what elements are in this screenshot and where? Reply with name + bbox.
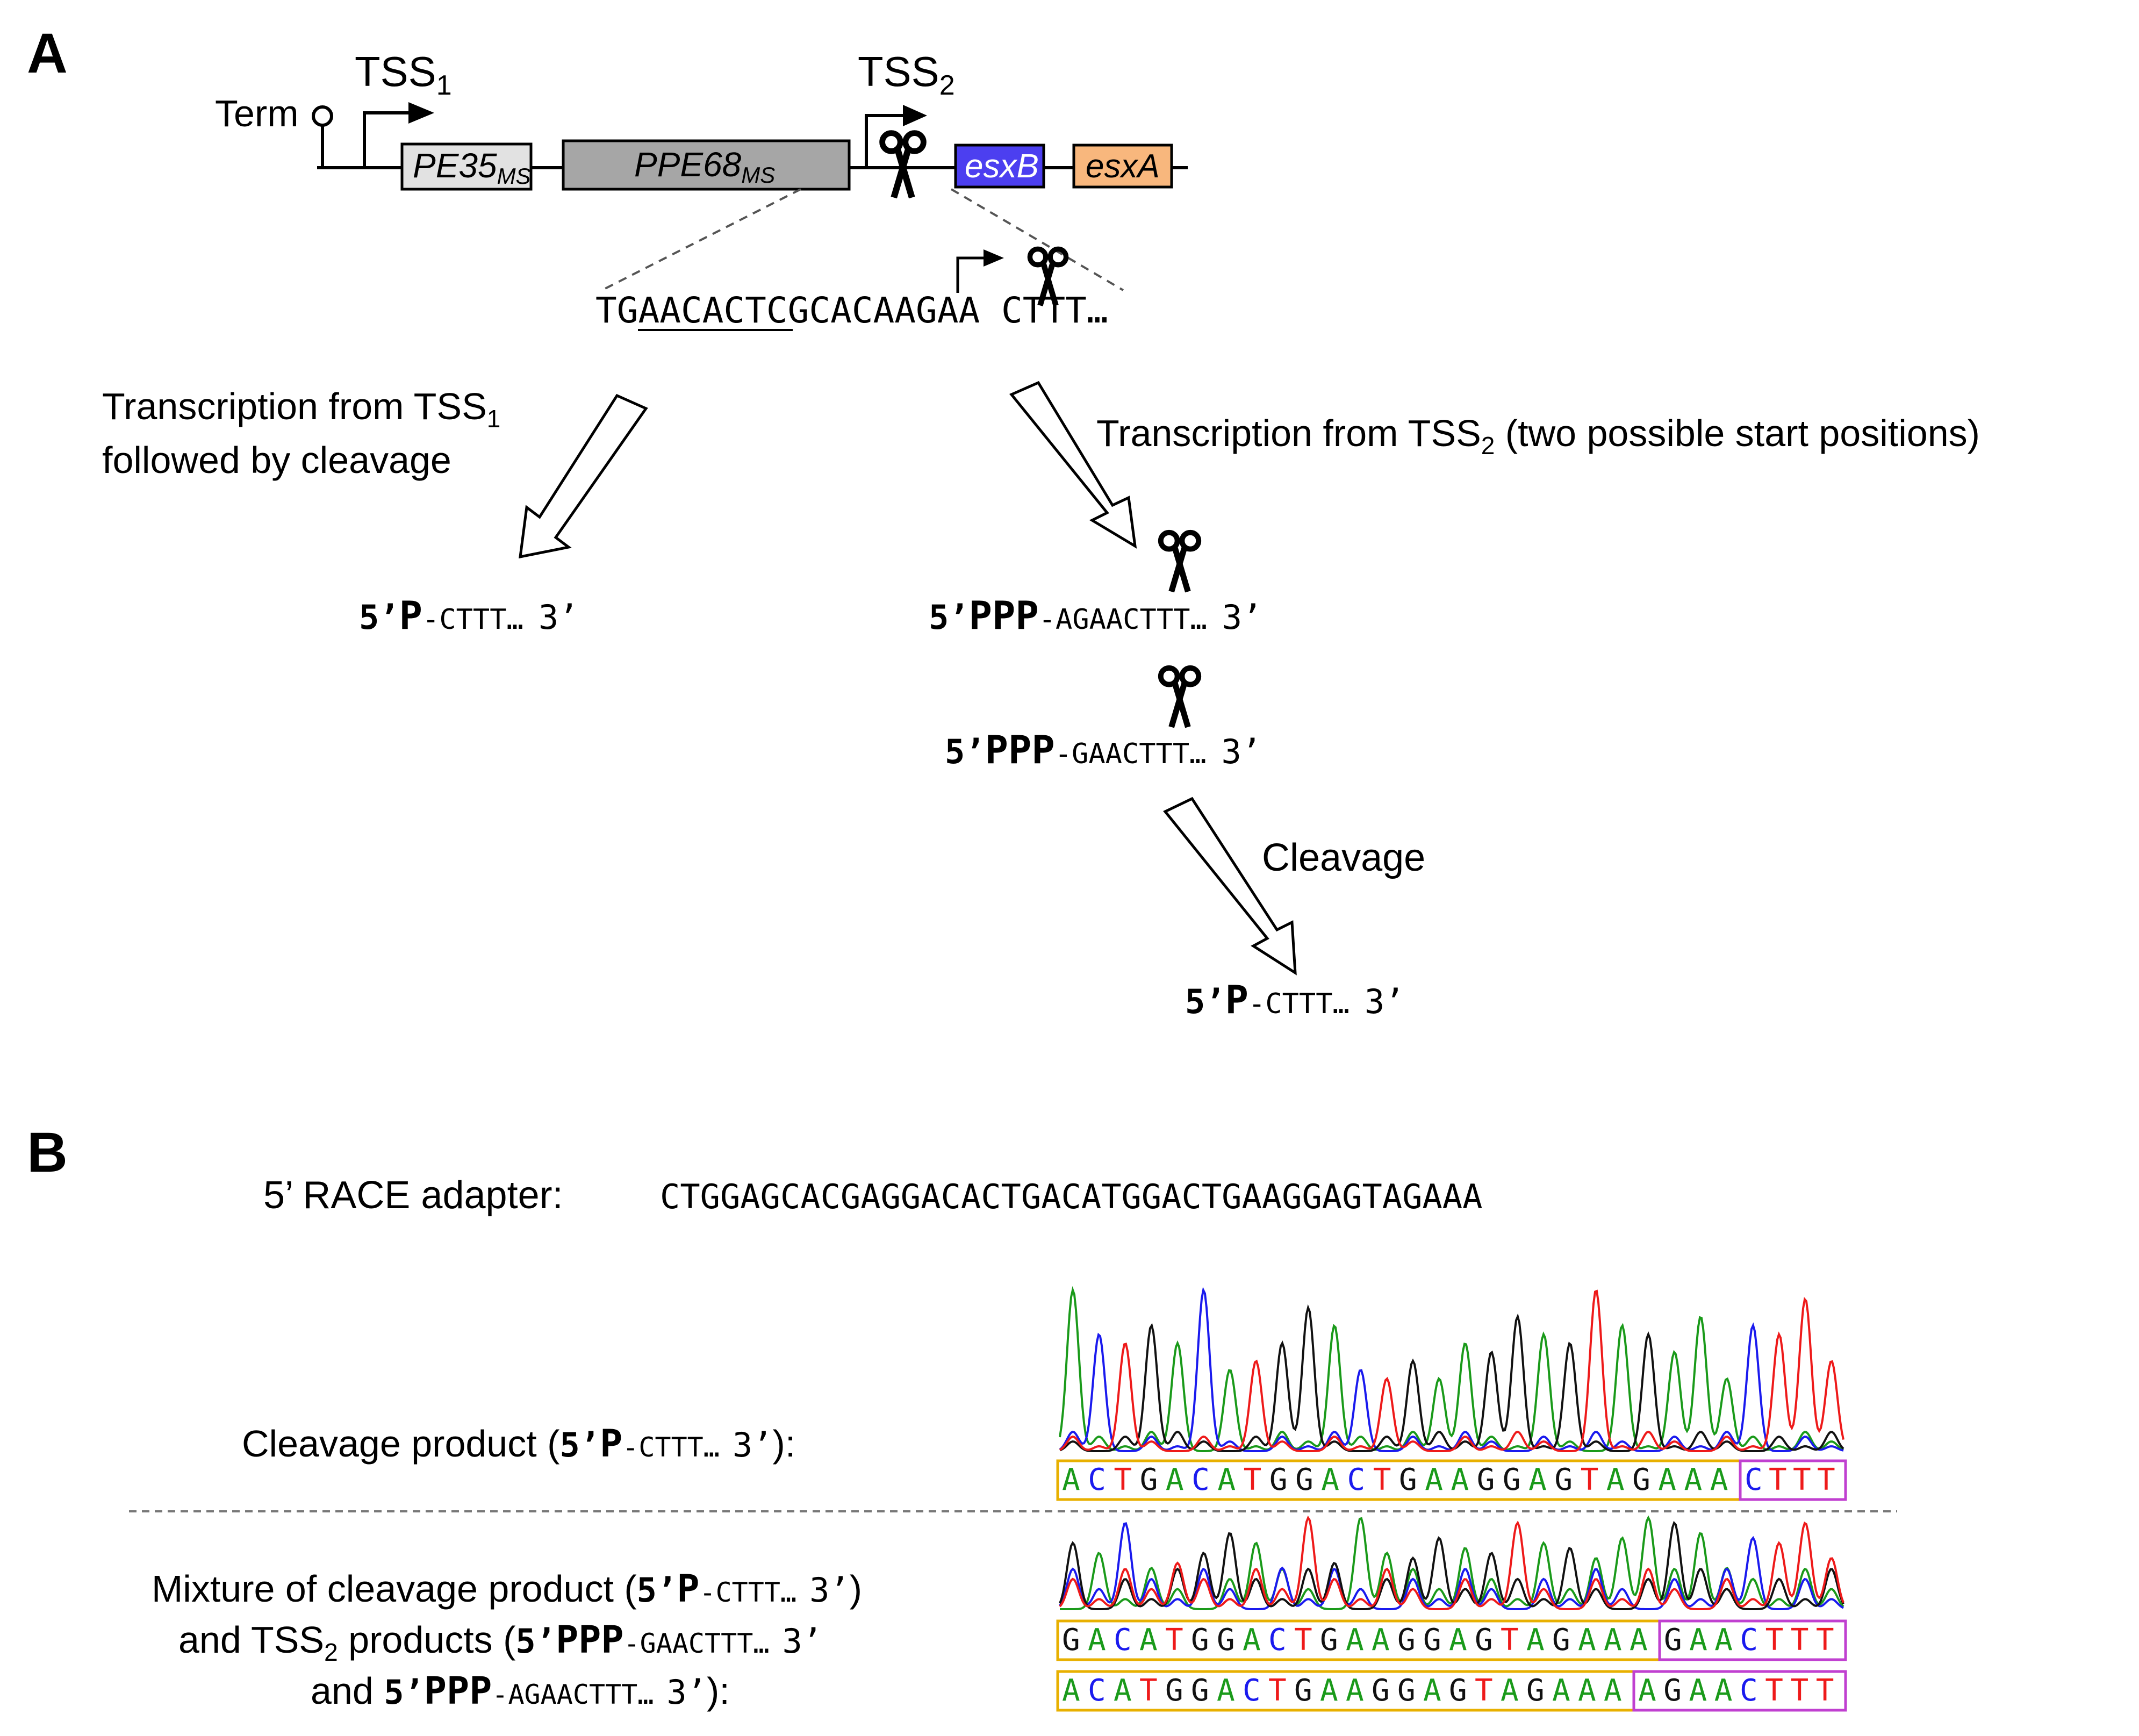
row2-label-line3: and 5’PPP-AGAACTTT…3’): [311,1669,730,1713]
zoom-sequence: TGAACACTCGCACAAGAA CTTT… [595,290,1108,331]
gene-esxb: esxB [954,144,1045,189]
block-arrow-2 [1009,381,1137,549]
tss2-arrow [865,105,927,168]
tss2-label: TSS2 [858,48,955,101]
race-adapter-sequence: CTGGAGCACGAGGACACTGACATGGACTGAAGGAGTAGAA… [660,1177,1482,1216]
svg-text:PPE68MS: PPE68MS [634,145,775,188]
row2-label-line2: and TSS2 products (5’PPP-GAACTTT…3’ [178,1618,822,1666]
zoom-line-left [601,188,801,291]
tss1-label: TSS1 [355,48,452,101]
row2a-target-box [1658,1619,1847,1661]
trace-A [1060,1515,1844,1610]
trace-T [1059,1289,1844,1452]
chromatogram-1 [1059,1286,1844,1452]
race-adapter-label: 5’ RACE adapter: [263,1174,563,1217]
terminator-label: Term [215,92,299,134]
svg-text:PE35MS: PE35MS [413,146,531,189]
arrow2-label: Transcription from TSS2 (two possible st… [1096,412,1980,460]
row2b-target-box [1632,1670,1847,1712]
row1-label: Cleavage product (5’P-CTTT…3’): [242,1422,795,1466]
scissors-icon [882,133,924,198]
zoom-line-right [950,188,1124,291]
cleavage-label: Cleavage [1262,836,1425,879]
gene-pe35: PE35MS [400,142,533,191]
trace-C [1059,1287,1844,1452]
terminator-symbol [312,105,333,168]
start-arrow [956,249,1004,293]
arrow1-label: Transcription from TSS1 [102,385,500,433]
product-tss2-a: 5’PPP-AGAACTTT…3’ [929,593,1262,638]
trace-G [1059,1520,1844,1610]
scissors-icon [1161,533,1198,592]
product-cleavage-left: 5’P-CTTT…3’ [359,593,579,638]
tss1-arrow [363,102,434,168]
arrow1-label-line2: followed by cleavage [102,439,451,481]
svg-text:esxB: esxB [965,148,1039,185]
gene-esxa: esxA [1072,144,1173,189]
trace-C [1059,1522,1844,1610]
svg-text:esxA: esxA [1086,148,1160,185]
block-arrow-1 [519,393,648,559]
block-arrow-3 [1163,797,1297,975]
chromatogram-2 [1059,1515,1844,1610]
row2-label-line1: Mixture of cleavage product (5’P-CTTT…3’… [152,1567,862,1611]
panel-a-label: A [27,22,68,85]
scissors-icon [1161,668,1198,727]
product-tss2-b: 5’PPP-GAACTTT…3’ [945,727,1261,772]
trace-T [1059,1515,1844,1610]
trace-A [1059,1286,1844,1452]
product-cleavage-bottom: 5’P-CTTT…3’ [1185,977,1405,1022]
panel-b-label: B [27,1121,68,1184]
trace-G [1059,1304,1844,1452]
gene-ppe68: PPE68MS [562,139,851,191]
row1-target-box [1739,1459,1847,1501]
